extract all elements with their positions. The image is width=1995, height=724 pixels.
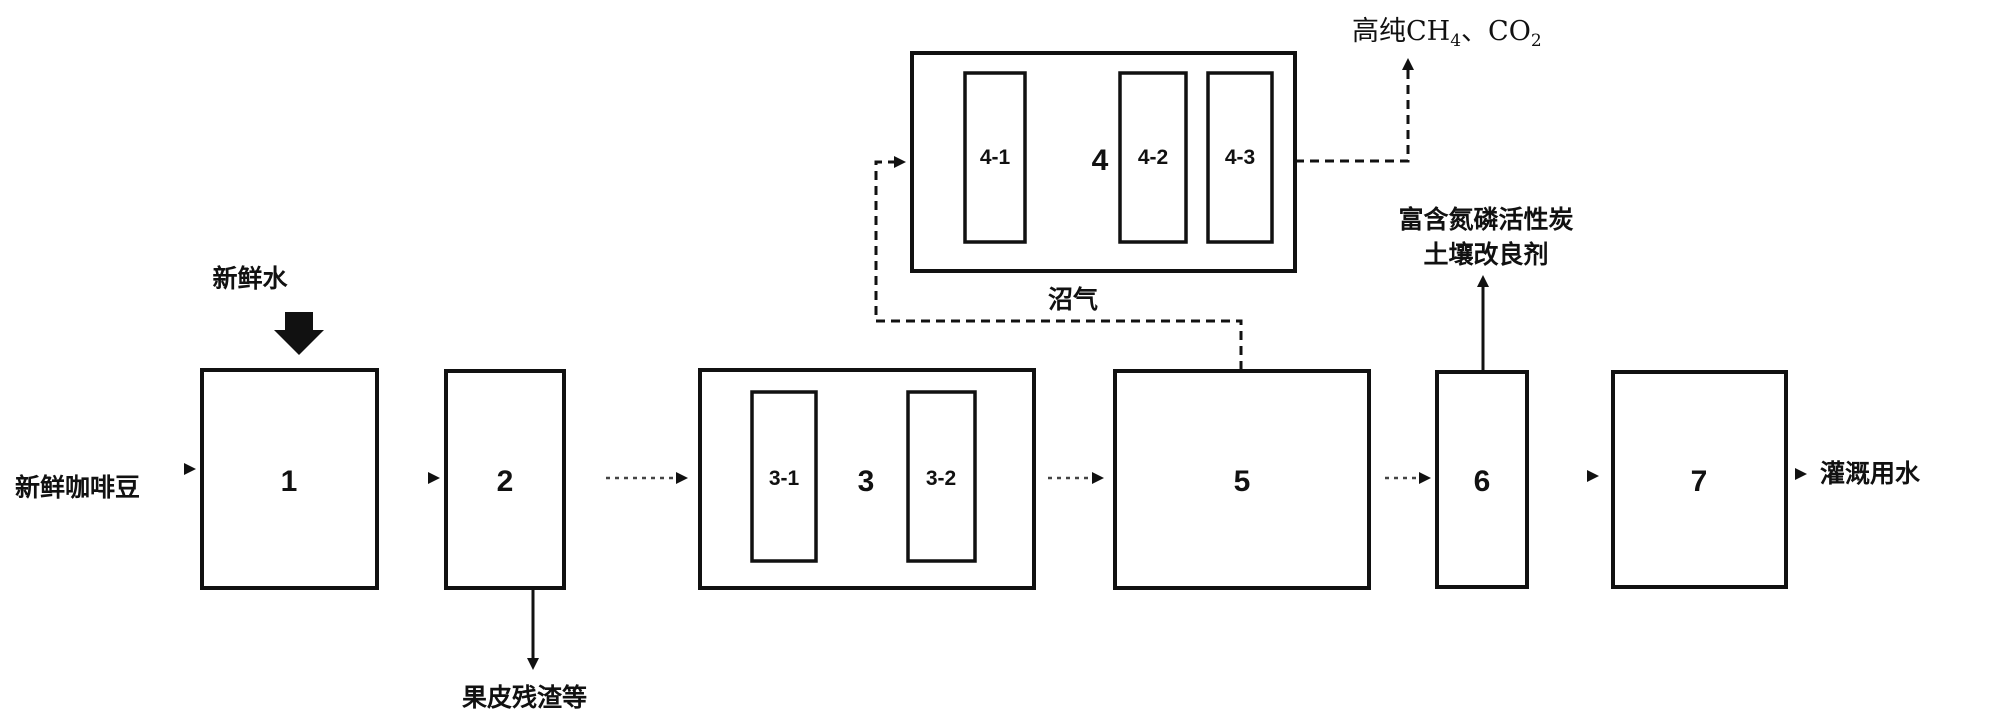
fresh-water-arrow bbox=[274, 312, 324, 355]
unit-6-label: 6 bbox=[1474, 465, 1491, 498]
unit-4-2-label: 4-2 bbox=[1138, 146, 1168, 169]
activated-carbon-label-line1: 富含氮磷活性炭 bbox=[1398, 205, 1573, 234]
unit-1-box bbox=[200, 368, 379, 590]
unit-4-label: 4 bbox=[1092, 144, 1109, 177]
unit-4-1-box bbox=[963, 71, 1027, 244]
product-gas-arrow-head bbox=[1402, 58, 1414, 70]
unit-3-2-label: 3-2 bbox=[926, 467, 956, 490]
unit-4-3-box bbox=[1206, 71, 1274, 244]
unit-3-2-box bbox=[906, 390, 977, 563]
biogas-arrow-head bbox=[894, 156, 906, 168]
unit-4-3-label: 4-3 bbox=[1225, 146, 1255, 169]
activated-carbon-label-line2: 土壤改良剂 bbox=[1423, 240, 1548, 269]
unit-7-box bbox=[1611, 370, 1788, 589]
unit-2-box bbox=[444, 369, 566, 590]
unit-7-label: 7 bbox=[1691, 465, 1708, 498]
biogas-label: 沼气 bbox=[1048, 285, 1098, 314]
arrow-6-to-7 bbox=[1587, 470, 1599, 482]
arrow-3-to-5-head bbox=[1092, 472, 1104, 484]
unit-5-box bbox=[1113, 369, 1371, 590]
product-gas-label: 高纯CH4、CO2 bbox=[1352, 16, 1542, 51]
unit-5-label: 5 bbox=[1234, 465, 1251, 498]
arrow-2-to-residue-head bbox=[527, 658, 539, 670]
product-gas-line bbox=[1295, 70, 1410, 163]
input-coffee-beans-label: 新鲜咖啡豆 bbox=[15, 473, 140, 502]
unit-2-label: 2 bbox=[497, 465, 514, 498]
unit-1-label: 1 bbox=[281, 465, 298, 498]
arrow-2-to-3-head bbox=[676, 472, 688, 484]
arrow-6-to-carbon-head bbox=[1477, 275, 1489, 287]
unit-3-label: 3 bbox=[858, 465, 875, 498]
arrow-1-to-2 bbox=[428, 472, 440, 484]
unit-3-1-box bbox=[750, 390, 818, 563]
unit-6-box bbox=[1435, 370, 1529, 589]
unit-4-2-box bbox=[1118, 71, 1188, 244]
arrow-7-to-irrigation bbox=[1795, 468, 1807, 480]
unit-4-1-label: 4-1 bbox=[980, 146, 1011, 169]
unit-3-1-label: 3-1 bbox=[769, 467, 800, 490]
arrow-beans-to-1 bbox=[184, 463, 196, 475]
arrow-5-to-6-head bbox=[1419, 472, 1431, 484]
fresh-water-label: 新鲜水 bbox=[212, 264, 288, 293]
peel-residue-label: 果皮残渣等 bbox=[462, 683, 587, 712]
biogas-line-5-to-4 bbox=[874, 160, 1243, 370]
irrigation-water-label: 灌溉用水 bbox=[1820, 459, 1921, 488]
